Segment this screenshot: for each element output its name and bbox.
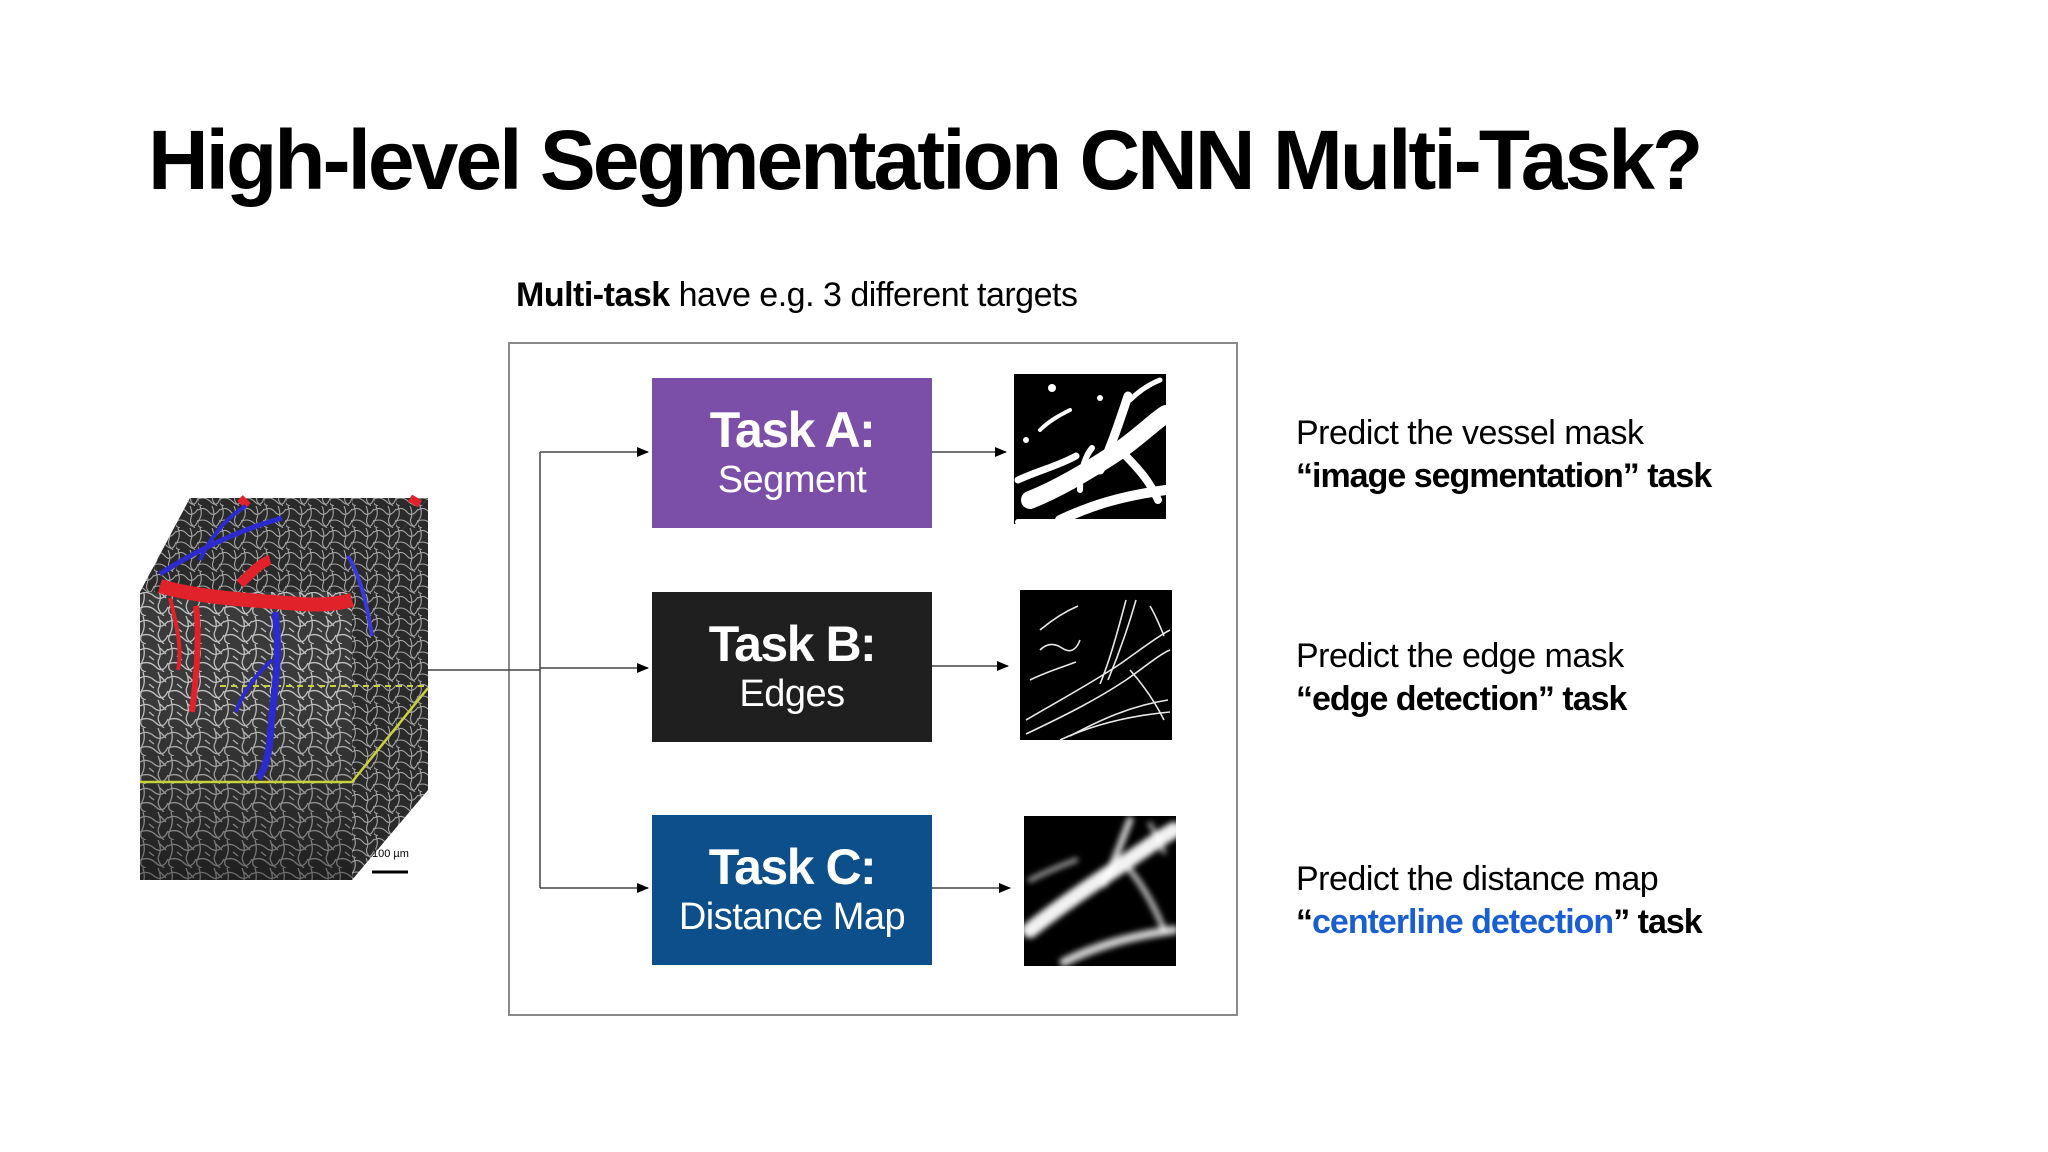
description-b-line2: “edge detection” task	[1296, 680, 1627, 718]
subtitle-bold: Multi-task	[516, 276, 670, 314]
edge-map-thumbnail	[1020, 590, 1172, 741]
subtitle-rest: have e.g. 3 different targets	[669, 276, 1078, 314]
description-a: Predict the vessel mask “image segmentat…	[1296, 412, 1712, 498]
description-c-line2: “centerline detection” task	[1296, 901, 1703, 944]
slide-title: High-level Segmentation CNN Multi-Task?	[148, 113, 1703, 207]
vessel-volume-image	[140, 494, 429, 880]
task-a-title: Task A:	[709, 401, 876, 458]
description-b-line1: Predict the edge mask	[1296, 637, 1624, 675]
task-b-title: Task B:	[708, 615, 877, 672]
description-c: Predict the distance map “centerline det…	[1296, 858, 1703, 944]
distance-map-thumbnail	[1022, 816, 1182, 967]
description-c-close: ” task	[1613, 903, 1702, 941]
task-c-title: Task C:	[708, 838, 877, 895]
task-b-subtitle: Edges	[739, 672, 845, 715]
scale-bar-label: 100 µm	[372, 848, 409, 860]
description-c-line1: Predict the distance map	[1296, 860, 1659, 898]
task-c-subtitle: Distance Map	[678, 895, 906, 938]
task-a-subtitle: Segment	[717, 458, 867, 501]
description-a-line1: Predict the vessel mask	[1296, 414, 1644, 452]
description-c-open: “	[1296, 903, 1313, 941]
connector-lines	[428, 447, 1011, 893]
multitask-frame	[508, 342, 1238, 1016]
segmentation-mask-thumbnail	[1014, 374, 1175, 525]
task-c-box: Task C: Distance Map	[652, 815, 932, 965]
description-b: Predict the edge mask “edge detection” t…	[1296, 635, 1627, 721]
description-a-line2: “image segmentation” task	[1296, 457, 1712, 495]
diagram-subtitle: Multi-task have e.g. 3 different targets	[516, 276, 1078, 315]
task-b-box: Task B: Edges	[652, 592, 932, 742]
cube-side-face	[352, 498, 428, 880]
task-a-box: Task A: Segment	[652, 378, 932, 528]
cube-plane-outline	[140, 687, 429, 784]
description-c-highlight: centerline detection	[1312, 903, 1614, 941]
